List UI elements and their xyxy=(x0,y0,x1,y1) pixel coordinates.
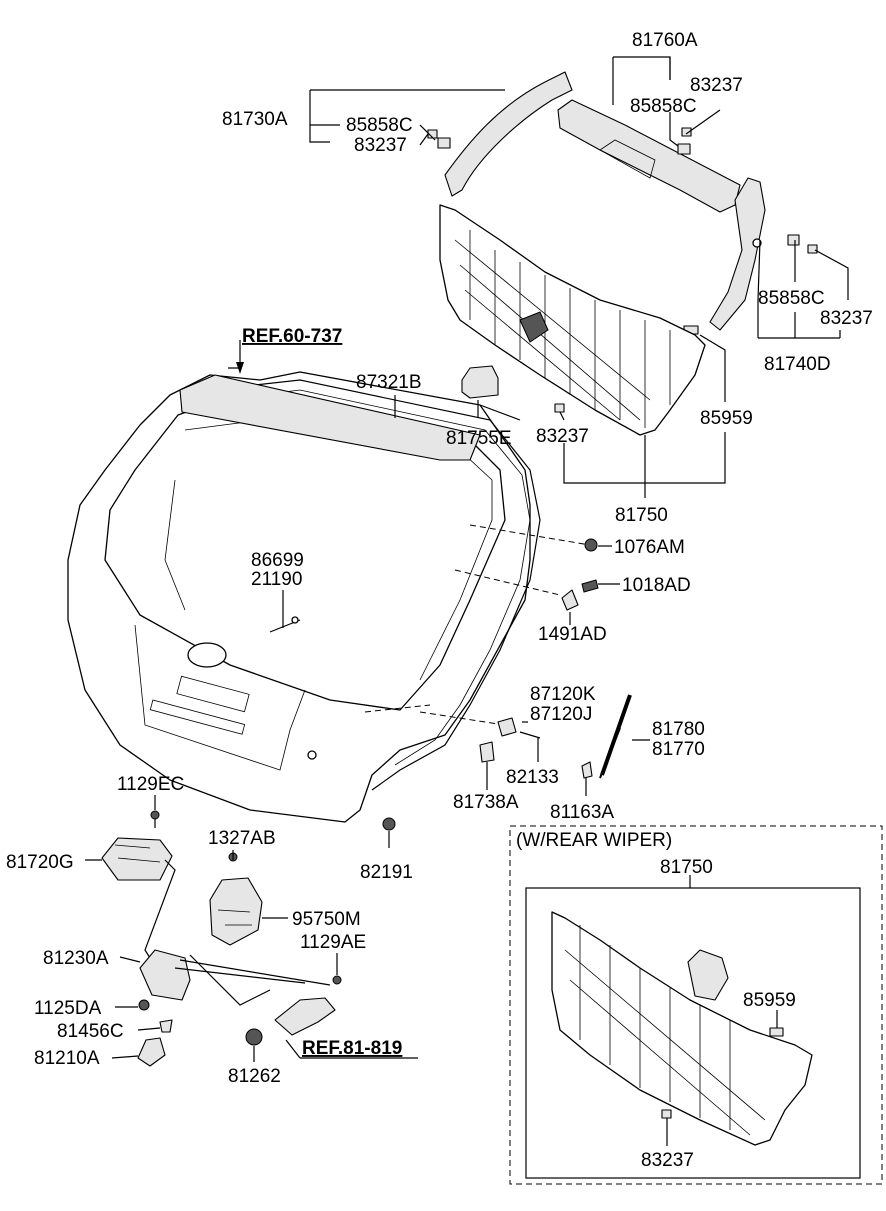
part-81456C xyxy=(159,1019,173,1033)
label-82191: 82191 xyxy=(360,862,413,883)
emblem xyxy=(187,642,227,668)
label-1018AD: 1018AD xyxy=(622,575,691,596)
bracket-87120K xyxy=(497,717,517,737)
label-83237-d: 83237 xyxy=(536,426,589,447)
weatherstrip-87321B xyxy=(254,379,541,791)
clip-83237-right xyxy=(807,244,818,254)
bolt-1129EC xyxy=(150,810,160,820)
leader-lines xyxy=(85,56,849,1146)
label-81720G: 81720G xyxy=(6,852,74,873)
clip-85858C-top-left xyxy=(437,137,451,149)
label-85959-a: 85959 xyxy=(700,408,753,429)
label-83237-e: 83237 xyxy=(641,1150,694,1171)
label-83237-a: 83237 xyxy=(690,75,743,96)
label-1491AD: 1491AD xyxy=(538,624,607,645)
inset-title: (W/REAR WIPER) xyxy=(516,830,672,851)
clip-85858C-top-right xyxy=(677,143,691,155)
clip-85858C-right xyxy=(787,234,800,246)
label-85959-b: 85959 xyxy=(743,990,796,1011)
label-83237-c: 83237 xyxy=(820,308,873,329)
clip-83237-d xyxy=(554,403,565,413)
label-95750M: 95750M xyxy=(292,909,361,930)
label-81738A: 81738A xyxy=(453,792,519,813)
trim-panel-wiper xyxy=(551,911,813,1146)
inset-frame xyxy=(509,825,883,1185)
screw-1018AD xyxy=(581,579,599,593)
label-1327AB: 1327AB xyxy=(208,828,276,849)
label-ref-60-737: REF.60-737 xyxy=(242,326,342,347)
label-81740D: 81740D xyxy=(764,354,831,375)
bolt-1125DA xyxy=(138,999,150,1011)
label-81210A: 81210A xyxy=(34,1048,100,1069)
label-81456C: 81456C xyxy=(57,1021,124,1042)
switch-81720G xyxy=(101,837,173,881)
label-85858C-a: 85858C xyxy=(630,96,697,117)
label-82133: 82133 xyxy=(506,767,559,788)
clip-83237-top-right xyxy=(681,127,692,137)
label-81163A: 81163A xyxy=(550,802,614,823)
part-81163A xyxy=(581,761,593,779)
handle-81755E xyxy=(461,365,499,399)
label-85858C-c: 85858C xyxy=(758,288,825,309)
part-81738A xyxy=(479,741,495,763)
label-81230A: 81230A xyxy=(43,948,109,969)
part-82191 xyxy=(382,817,396,831)
label-81750-b: 81750 xyxy=(660,857,713,878)
bolt-1129AE xyxy=(332,975,342,985)
bumper-1491AD xyxy=(561,589,579,611)
label-81755E: 81755E xyxy=(446,428,512,449)
upper-trim-left xyxy=(444,71,573,197)
latch-ref-81-819 xyxy=(274,997,336,1036)
wiper-cover xyxy=(687,949,729,1001)
latch-81230A xyxy=(139,949,191,1001)
part-81262 xyxy=(245,1028,263,1046)
label-83237-b: 83237 xyxy=(354,135,407,156)
label-ref-81-819: REF.81-819 xyxy=(302,1038,402,1059)
label-1129AE: 1129AE xyxy=(300,932,366,953)
clip-85959-b xyxy=(769,1027,784,1037)
label-86699: 86699 xyxy=(251,550,304,571)
label-81780: 81780 xyxy=(652,719,705,740)
label-1129EC: 1129EC xyxy=(117,774,184,795)
label-1076AM: 1076AM xyxy=(614,537,685,558)
label-21190: 21190 xyxy=(251,569,302,590)
label-81770: 81770 xyxy=(652,739,705,760)
label-81730A: 81730A xyxy=(222,109,288,130)
clip-83237-e xyxy=(661,1109,672,1119)
label-81760A: 81760A xyxy=(632,30,698,51)
nut-1076AM xyxy=(584,538,598,552)
inset-inner-frame xyxy=(525,887,861,1179)
trim-panel-upper xyxy=(439,204,706,436)
label-81262: 81262 xyxy=(228,1066,281,1087)
striker-81210A xyxy=(137,1037,166,1067)
trim-panel-wiper-ribs xyxy=(564,925,766,1136)
label-87321B: 87321B xyxy=(356,372,422,393)
label-1125DA: 1125DA xyxy=(34,998,102,1019)
label-81750-a: 81750 xyxy=(615,505,668,526)
label-87120J: 87120J xyxy=(530,704,592,725)
label-85858C-b: 85858C xyxy=(346,115,413,136)
side-trim-right xyxy=(709,177,766,331)
upper-trim-center xyxy=(557,99,741,213)
label-87120K: 87120K xyxy=(530,684,596,705)
